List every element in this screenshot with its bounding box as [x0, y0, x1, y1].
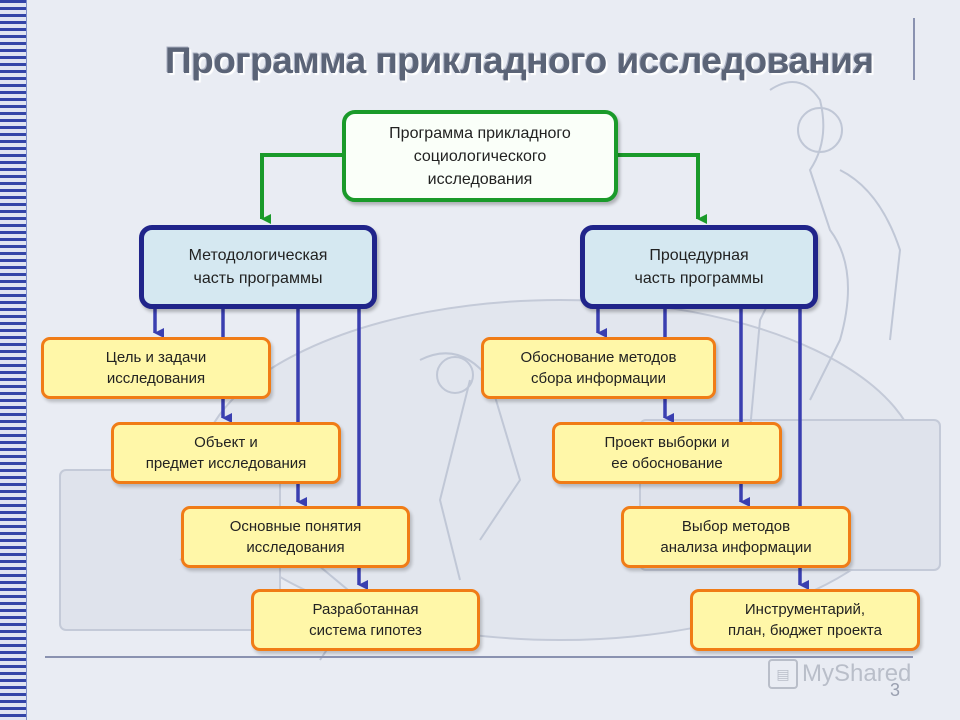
node-sampling-design: Проект выборки и ее обоснование: [552, 422, 782, 484]
node-analysis-methods: Выбор методов анализа информации: [621, 506, 851, 568]
node-hypotheses: Разработанная система гипотез: [251, 589, 480, 651]
title-divider: [913, 18, 915, 80]
branch-procedural: Процедурная часть программы: [580, 225, 818, 309]
watermark-text: MyShared: [802, 660, 912, 687]
root-node: Программа прикладного социологического и…: [342, 110, 618, 202]
slide-title: Программа прикладного исследования: [165, 40, 874, 81]
myshared-logo: ▤ MyShared: [768, 659, 911, 689]
node-goals-tasks: Цель и задачи исследования: [41, 337, 271, 399]
root-to-right-branch-arrow: [618, 153, 707, 224]
branch-methodological: Методологическая часть программы: [139, 225, 377, 309]
node-object-subject: Объект и предмет исследования: [111, 422, 341, 484]
spiral-binding: [0, 0, 27, 720]
myshared-logo-icon: ▤: [768, 659, 798, 689]
node-basic-concepts: Основные понятия исследования: [181, 506, 410, 568]
bottom-divider: [45, 656, 913, 658]
root-to-left-branch-arrow: [260, 153, 342, 224]
node-data-collection-methods: Обоснование методов сбора информации: [481, 337, 716, 399]
node-instruments-plan-budget: Инструментарий, план, бюджет проекта: [690, 589, 920, 651]
slide-number: 3: [890, 680, 901, 700]
